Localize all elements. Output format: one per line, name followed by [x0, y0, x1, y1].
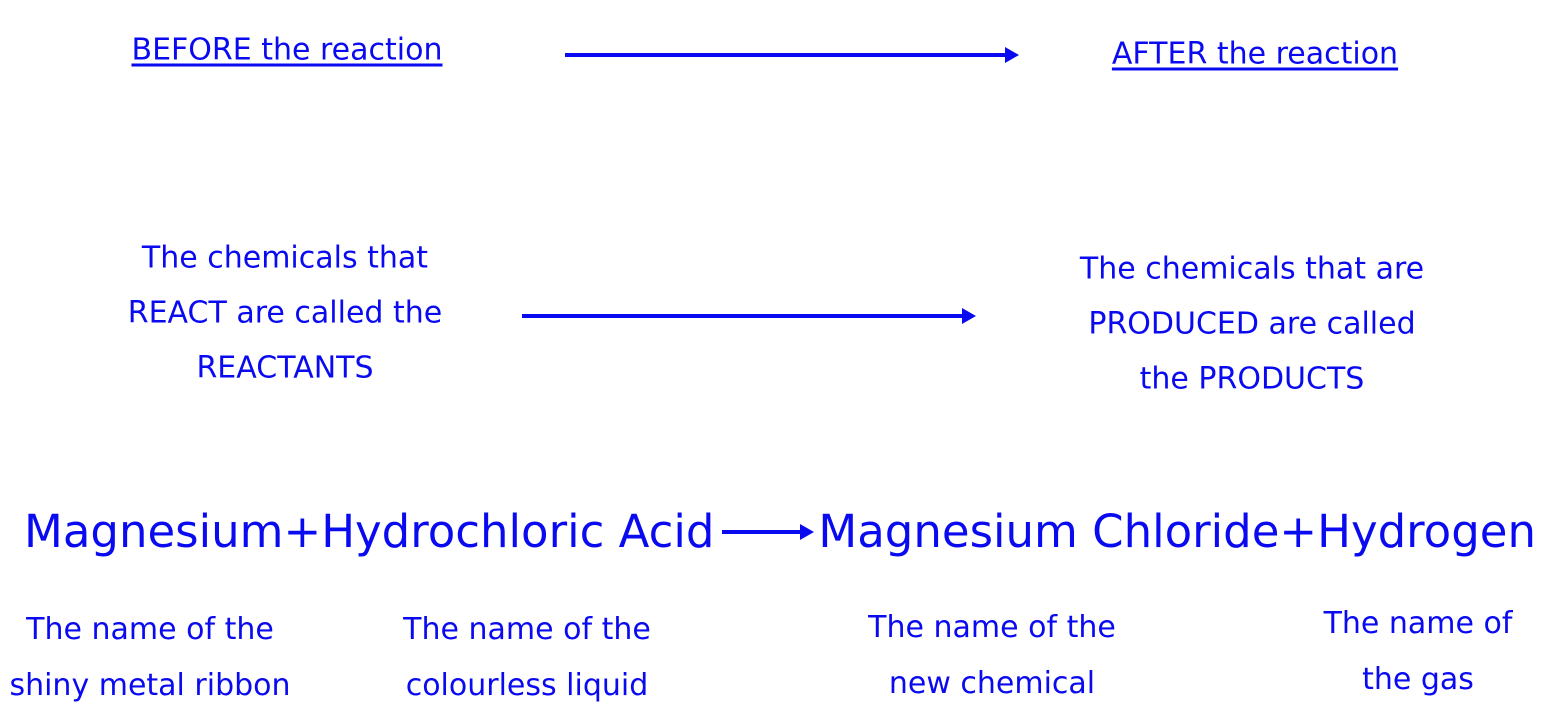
products-line: the PRODUCTS: [1139, 361, 1365, 397]
top-arrow: [565, 47, 1019, 63]
product-hydrogen: Hydrogen: [1317, 505, 1536, 558]
middle-arrow: [522, 308, 976, 324]
before-heading: BEFORE the reaction: [131, 32, 443, 68]
reactant-hydrochloric-acid: Hydrochloric Acid: [321, 505, 715, 558]
label-line: shiny metal ribbon: [9, 668, 291, 703]
reactants-line: REACTANTS: [196, 350, 374, 386]
label-line: The name of the: [868, 610, 1116, 645]
reactants-line: The chemicals that: [141, 240, 429, 276]
label-line: colourless liquid: [405, 668, 649, 703]
label-line: the gas: [1362, 662, 1474, 697]
label-line: The name of the: [403, 612, 651, 647]
plus-sign: +: [1279, 505, 1318, 558]
label-acid: The name of the colourless liquid: [403, 602, 651, 714]
products-line: PRODUCED are called: [1088, 306, 1416, 342]
reactant-magnesium: Magnesium: [24, 505, 284, 558]
product-magnesium-chloride: Magnesium Chloride: [818, 505, 1280, 558]
products-description: The chemicals that are PRODUCED are call…: [1080, 242, 1424, 407]
after-heading: AFTER the reaction: [1111, 36, 1399, 72]
plus-sign: +: [283, 505, 322, 558]
label-line: The name of: [1323, 606, 1513, 641]
label-line: The name of the: [26, 612, 274, 647]
label-hydrogen: The name of the gas: [1324, 596, 1513, 708]
reactants-description: The chemicals that REACT are called the …: [128, 231, 442, 396]
products-line: The chemicals that are: [1079, 251, 1425, 287]
label-magnesium: The name of the shiny metal ribbon: [9, 602, 290, 714]
word-equation: Magnesium + Hydrochloric Acid Magnesium …: [24, 505, 1536, 558]
label-magnesium-chloride: The name of the new chemical: [868, 600, 1116, 712]
equation-arrow: [722, 523, 815, 540]
label-line: new chemical: [888, 666, 1096, 701]
reactants-line: REACT are called the: [127, 295, 443, 331]
